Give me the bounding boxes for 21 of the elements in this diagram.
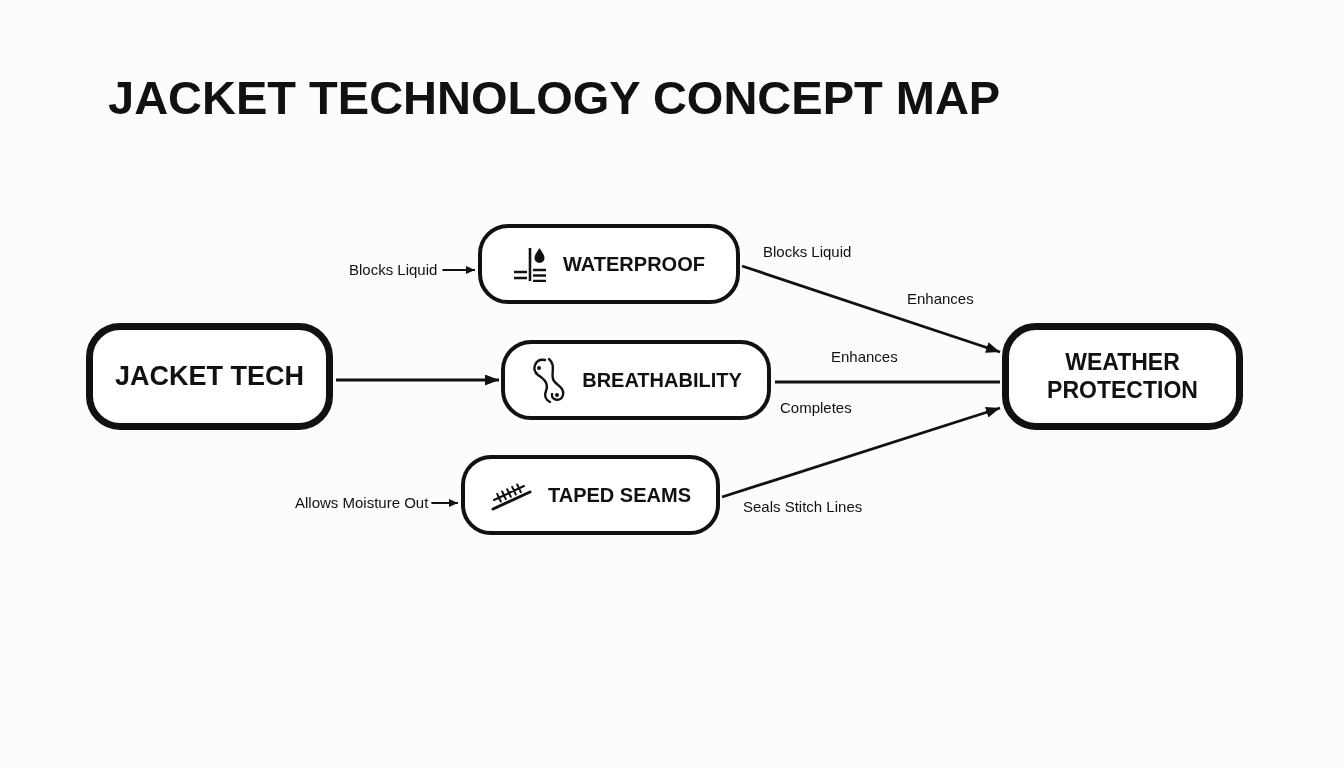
concept-box	[1002, 323, 1243, 430]
arrow	[441, 266, 476, 274]
arrow	[430, 499, 459, 507]
annotation-text: Allows Moisture Out	[295, 494, 429, 512]
concept-box	[478, 224, 740, 304]
arrow	[721, 406, 1001, 499]
node-text: BREATHABILITY	[582, 368, 742, 392]
connector-line	[775, 380, 1000, 384]
arrow	[741, 264, 1001, 354]
concept-box	[501, 340, 771, 420]
diagram-title: JACKET TECHNOLOGY CONCEPT MAP	[108, 72, 1001, 124]
annotation-text: Blocks Liquid	[349, 261, 438, 279]
arrow	[336, 374, 499, 386]
annotation-text: Completes	[778, 399, 854, 417]
node-text: WEATHER PROTECTION	[1046, 348, 1199, 405]
concept-box	[86, 323, 333, 430]
node-text: JACKET TECH	[115, 360, 304, 393]
annotation-text: Blocks Liquid	[761, 243, 854, 261]
node-text: WATERPROOF	[563, 252, 705, 276]
node-text: TAPED SEAMS	[548, 483, 691, 507]
concept-box	[461, 455, 720, 535]
